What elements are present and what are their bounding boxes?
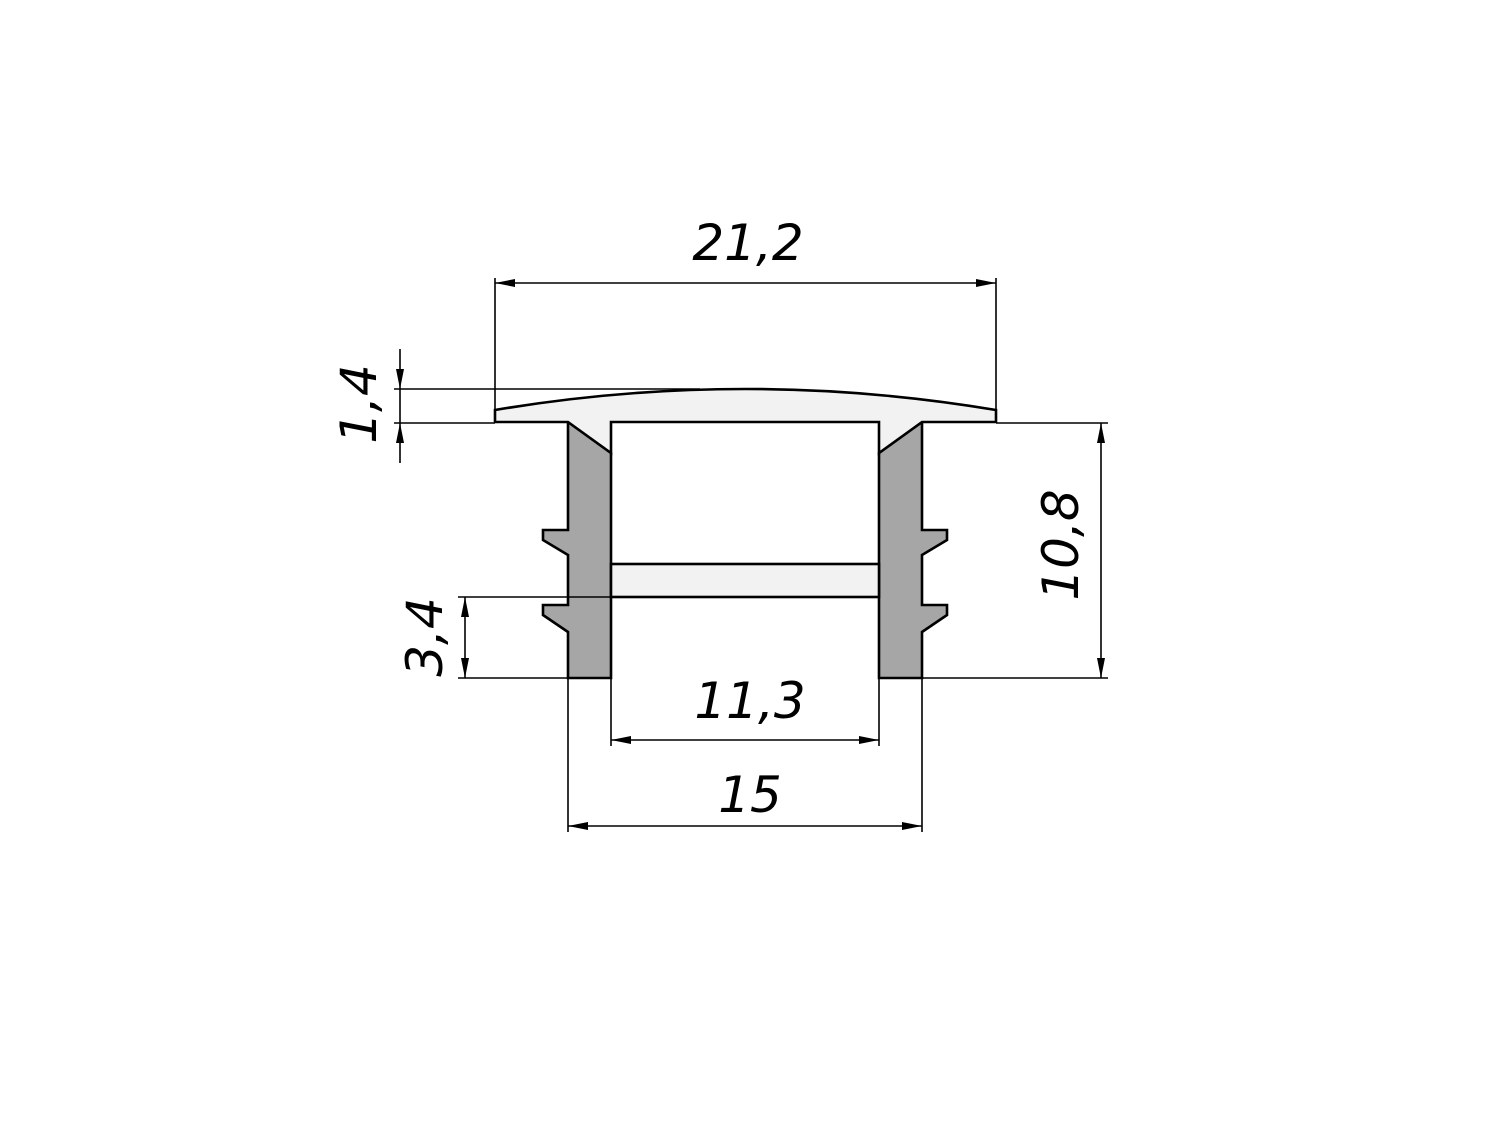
dimension-label-lower-height: 3,4 xyxy=(396,597,454,677)
dimension-label-overall-width: 21,2 xyxy=(692,214,803,272)
dimension-label-outer-width: 15 xyxy=(718,766,782,824)
dimension-label-cap-thickness: 1,4 xyxy=(330,364,388,444)
dimension-inner-width: 11,3 xyxy=(610,672,880,746)
dimension-outer-width: 15 xyxy=(567,678,923,832)
dimension-lower-height: 3,4 xyxy=(396,596,611,679)
profile-left-wall xyxy=(541,419,613,680)
dimension-label-inner-width: 11,3 xyxy=(694,672,805,730)
inner-shelf xyxy=(609,562,881,599)
dimension-label-height: 10,8 xyxy=(1032,489,1090,600)
profile-right-wall xyxy=(877,419,949,680)
dimension-height: 10,8 xyxy=(922,422,1108,679)
dimension-overall-width: 21,2 xyxy=(494,214,997,422)
diffuser-cap xyxy=(493,387,998,456)
dimension-cap-thickness: 1,4 xyxy=(330,349,700,463)
